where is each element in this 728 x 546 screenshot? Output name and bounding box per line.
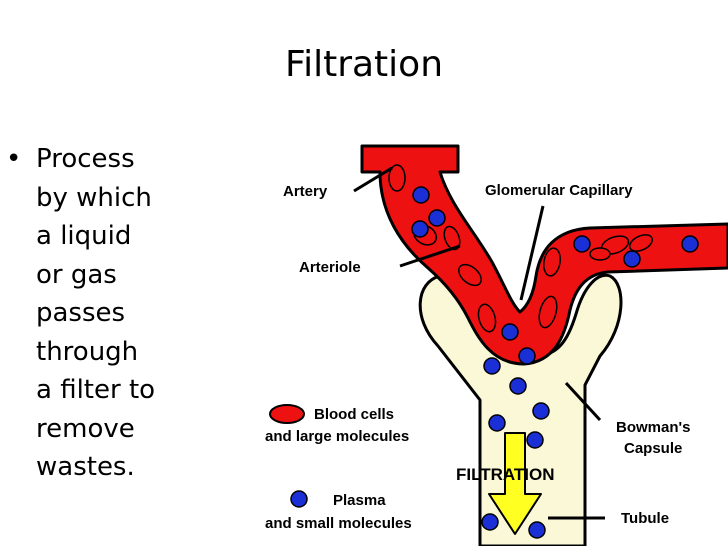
blood-cell [458, 263, 482, 287]
bullet-text: Process by which a liquid or gas passes … [36, 140, 176, 487]
legend-blood-cell-icon [269, 404, 305, 424]
bullet-line: Process [36, 144, 135, 174]
blood-cell [543, 247, 561, 277]
slide-title: Filtration [284, 44, 444, 85]
plasma-molecule [501, 323, 519, 341]
bullet-line: wastes. [36, 452, 135, 482]
artery-leader [353, 166, 393, 193]
leader-lines [353, 166, 605, 520]
bullet-line: a filter to [36, 375, 156, 405]
bullet-line: or gas [36, 259, 117, 290]
label-tubule: Tubule [621, 510, 669, 527]
bullet-line: a liquid [36, 221, 132, 251]
label-plasma-2: and small molecules [265, 515, 412, 532]
label-bowmans-2: Capsule [624, 440, 682, 457]
plasma-molecule [412, 186, 430, 204]
blood-cell [628, 234, 654, 252]
bowmans-leader [564, 381, 602, 422]
arteriole-leader [399, 244, 461, 268]
label-blood-cells-1: Blood cells [314, 406, 394, 423]
blood-cell [477, 303, 497, 333]
blood-cell [443, 225, 461, 251]
label-artery: Artery [283, 183, 328, 200]
plasma-molecule [481, 513, 499, 531]
blood-cell [538, 295, 558, 329]
label-blood-cells-2: and large molecules [265, 428, 409, 445]
label-glomerular-capillary: Glomerular Capillary [485, 182, 633, 199]
legend-plasma-icon [290, 490, 308, 508]
plasma-molecule [509, 377, 527, 395]
plasma-molecule [532, 402, 550, 420]
plasma-molecule [518, 347, 536, 365]
plasma-molecule [681, 235, 699, 253]
plasma-molecules [411, 186, 699, 539]
plasma-molecule [623, 250, 641, 268]
label-plasma-1: Plasma [333, 492, 386, 509]
plasma-molecule [488, 414, 506, 432]
bullet-marker: • [6, 144, 22, 174]
blood-cell [589, 247, 611, 261]
plasma-molecule [483, 357, 501, 375]
blood-cell [388, 164, 406, 192]
filtration-arrow [488, 432, 542, 535]
plasma-molecule [526, 431, 544, 449]
plasma-molecule [428, 209, 446, 227]
plasma-molecule [573, 235, 591, 253]
bullet-line: by which [36, 182, 152, 213]
label-arteriole: Arteriole [299, 259, 361, 276]
bullet-line: passes [36, 298, 126, 328]
bullet-line: remove [36, 413, 135, 444]
capillary-leader [519, 205, 545, 301]
plasma-molecule [528, 521, 546, 539]
label-bowmans-1: Bowman's [616, 419, 690, 436]
plasma-molecule [411, 220, 429, 238]
bullet-line: through [36, 336, 139, 367]
label-filtration: FILTRATION [456, 465, 555, 484]
